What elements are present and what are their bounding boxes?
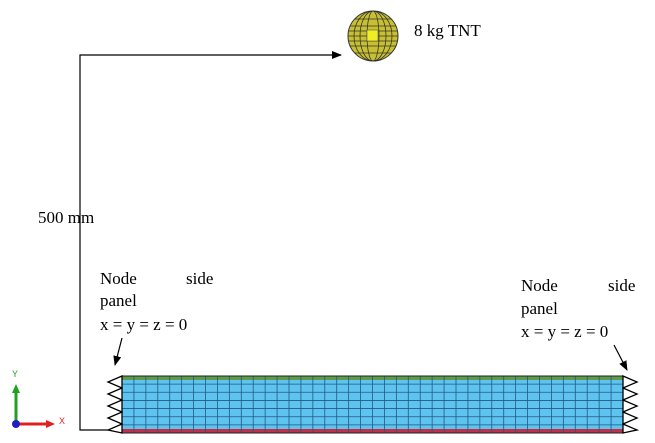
left-fixed-support-icon (105, 375, 123, 434)
right-support-label: Node side panel x = y = z = 0 (521, 276, 635, 341)
right-support-word-side: side (608, 276, 635, 295)
tnt-charge-sphere (347, 10, 399, 62)
left-support-arrow (113, 337, 123, 366)
right-support-word-node: Node (521, 276, 558, 295)
panel-mesh-grid (122, 376, 623, 433)
right-support-constraint: x = y = z = 0 (521, 322, 608, 341)
axis-y-label: Y (12, 369, 18, 379)
right-support-arrow (613, 344, 628, 371)
left-support-constraint: x = y = z = 0 (100, 315, 187, 334)
standoff-dimension-line (79, 51, 342, 431)
axis-x-label: X (59, 416, 65, 426)
charge-label: 8 kg TNT (414, 21, 481, 40)
axis-triad-icon: Y X (12, 369, 65, 428)
right-fixed-support-icon (622, 375, 640, 434)
right-support-word-panel: panel (521, 299, 558, 318)
left-support-word-side: side (186, 269, 213, 288)
left-support-word-panel: panel (100, 291, 137, 310)
standoff-label: 500 mm (38, 208, 94, 227)
left-support-label: Node side panel x = y = z = 0 (100, 269, 213, 334)
panel-mesh (121, 375, 624, 434)
left-support-word-node: Node (100, 269, 137, 288)
